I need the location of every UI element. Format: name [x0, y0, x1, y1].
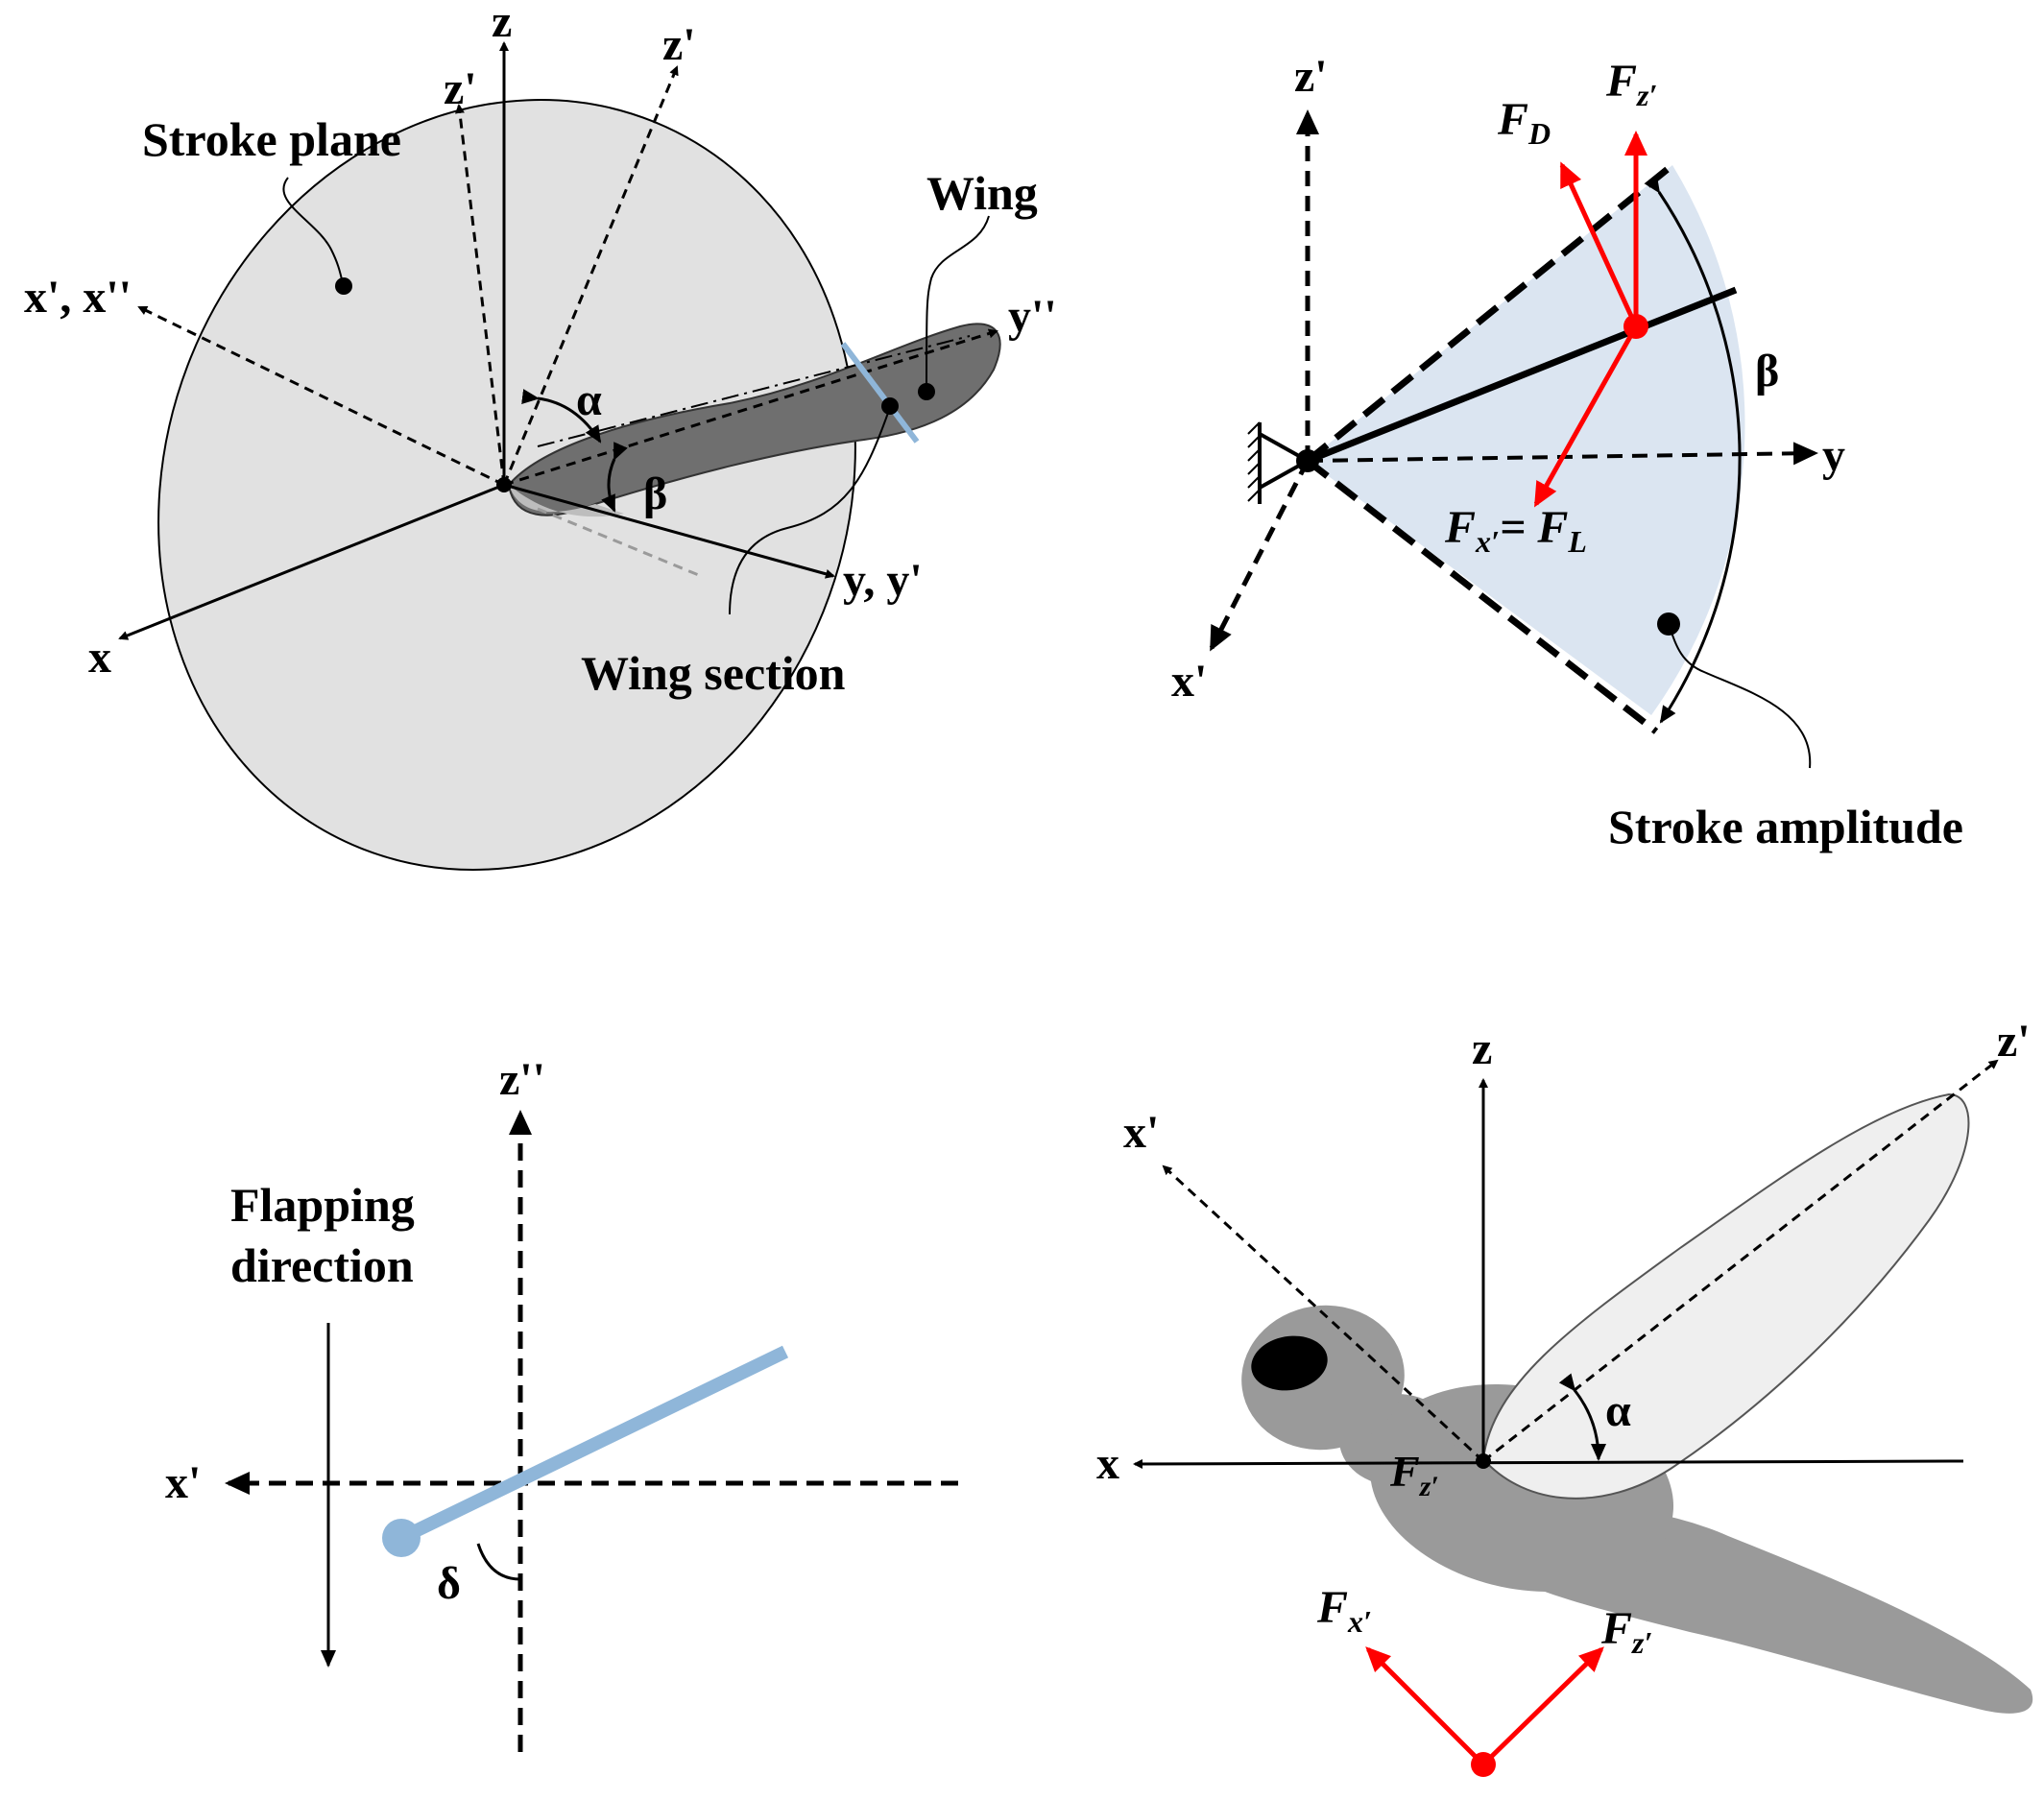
- axis-x-prime-line: [137, 305, 505, 487]
- panel-d: z z' x' x α Fz′ Fx′ Fz′: [1096, 1016, 2033, 1777]
- wing-leader: [926, 215, 990, 395]
- label-axis-z: z: [1472, 1023, 1492, 1074]
- panel-c: z'' x' Flapping direction δ: [165, 1054, 958, 1752]
- force-fx-arrow: [1533, 324, 1639, 508]
- label-wing-section: Wing section: [581, 646, 846, 700]
- stroke-plane-leader-dot: [335, 277, 352, 295]
- stroke-amplitude-leader-dot: [1657, 612, 1680, 636]
- label-force-fd: FD: [1497, 94, 1551, 151]
- stroke-amplitude-leader: [1668, 623, 1812, 769]
- label-beta: β: [1755, 346, 1779, 396]
- label-force-fz: Fz′: [1600, 1603, 1652, 1660]
- center-dot: [1476, 1453, 1491, 1469]
- label-axis-x: x: [1096, 1438, 1119, 1489]
- force-fz-arrow: [1481, 1646, 1604, 1766]
- axis-y-line: [503, 483, 835, 579]
- panel-a: Stroke plane Wing Wing section z z' z' x…: [24, 0, 1057, 871]
- axis-xprime-line: [1162, 1164, 1485, 1463]
- label-axis-y: y: [1822, 430, 1845, 481]
- alpha-arc: [1558, 1373, 1606, 1461]
- label-alpha: α: [1605, 1385, 1631, 1436]
- beta-arc: [601, 442, 628, 513]
- dragonfly-wing: [1481, 1092, 1970, 1500]
- axis-zprime-line: [1482, 1059, 1999, 1463]
- force-fd-arrow: [1559, 161, 1639, 328]
- axis-y-doubleprime-line: [503, 328, 998, 487]
- axis-z-prime-1-line: [454, 104, 506, 486]
- force-origin-dot: [1623, 314, 1648, 339]
- hinge-dot: [1296, 449, 1319, 472]
- axis-x-line: [1133, 1458, 1964, 1469]
- label-force-fz: Fz′: [1605, 56, 1657, 112]
- wing-section-line: [840, 342, 920, 444]
- label-axis-xprime: x': [165, 1457, 201, 1508]
- label-axis-x-prime: x', x'': [24, 272, 132, 323]
- label-axis-xprime: x': [1171, 656, 1207, 707]
- label-axis-z-prime-2: z': [662, 19, 696, 70]
- label-wing: Wing: [926, 166, 1038, 220]
- label-alpha: α: [576, 374, 602, 425]
- beta-arc: [1644, 175, 1742, 724]
- stroke-plane-leader: [282, 177, 345, 287]
- wing-section-leader: [729, 412, 889, 615]
- label-direction: direction: [230, 1238, 414, 1292]
- label-axis-xprime: x': [1123, 1107, 1159, 1158]
- label-axis-zprime: z': [1997, 1016, 2031, 1067]
- label-delta: δ: [437, 1558, 461, 1609]
- dragonfly-eye: [1251, 1335, 1328, 1391]
- axis-y-grey-dashed: [537, 507, 702, 578]
- label-axis-y-doubleprime: y'': [1008, 291, 1057, 342]
- wing-section-chord: [397, 1345, 789, 1545]
- label-force-fz-center: Fz′: [1389, 1447, 1439, 1502]
- axis-z-prime-2-line: [502, 65, 679, 486]
- label-stroke-amplitude: Stroke amplitude: [1608, 800, 1963, 853]
- label-axis-y-yprime: y, y': [843, 555, 923, 606]
- origin-dot: [496, 477, 512, 492]
- label-axis-z-prime-1: z': [444, 63, 477, 114]
- label-force-fx: Fx′: [1316, 1582, 1372, 1639]
- wing-section-leader-dot: [881, 397, 899, 415]
- label-flapping: Flapping: [230, 1178, 415, 1232]
- force-fx-arrow: [1365, 1646, 1485, 1766]
- axis-xprime-line: [1209, 459, 1311, 652]
- panel-b: z' y x' FD Fz′ Fx′= FL β Stroke amplitud…: [1171, 51, 1963, 853]
- label-beta: β: [643, 468, 667, 519]
- wing-chord-dashdot: [537, 335, 971, 447]
- label-stroke-plane: Stroke plane: [142, 112, 401, 166]
- label-force-fx-eq-fl: Fx′= FL: [1444, 502, 1587, 559]
- force-origin-dot: [1471, 1752, 1496, 1777]
- leading-edge-dot: [382, 1519, 421, 1557]
- delta-arc: [476, 1543, 521, 1581]
- label-axis-z: z: [492, 0, 512, 47]
- label-axis-x: x: [88, 632, 111, 683]
- wing-leader-dot: [918, 383, 935, 400]
- alpha-arc: [521, 389, 602, 444]
- support-hatch: [1247, 421, 1261, 502]
- label-axis-zdoubleprime: z'': [499, 1054, 545, 1105]
- sector-edge-top: [1305, 162, 1675, 464]
- sector-edge-bottom: [1305, 458, 1659, 734]
- label-axis-zprime: z': [1294, 51, 1328, 102]
- axis-x-line: [118, 483, 505, 640]
